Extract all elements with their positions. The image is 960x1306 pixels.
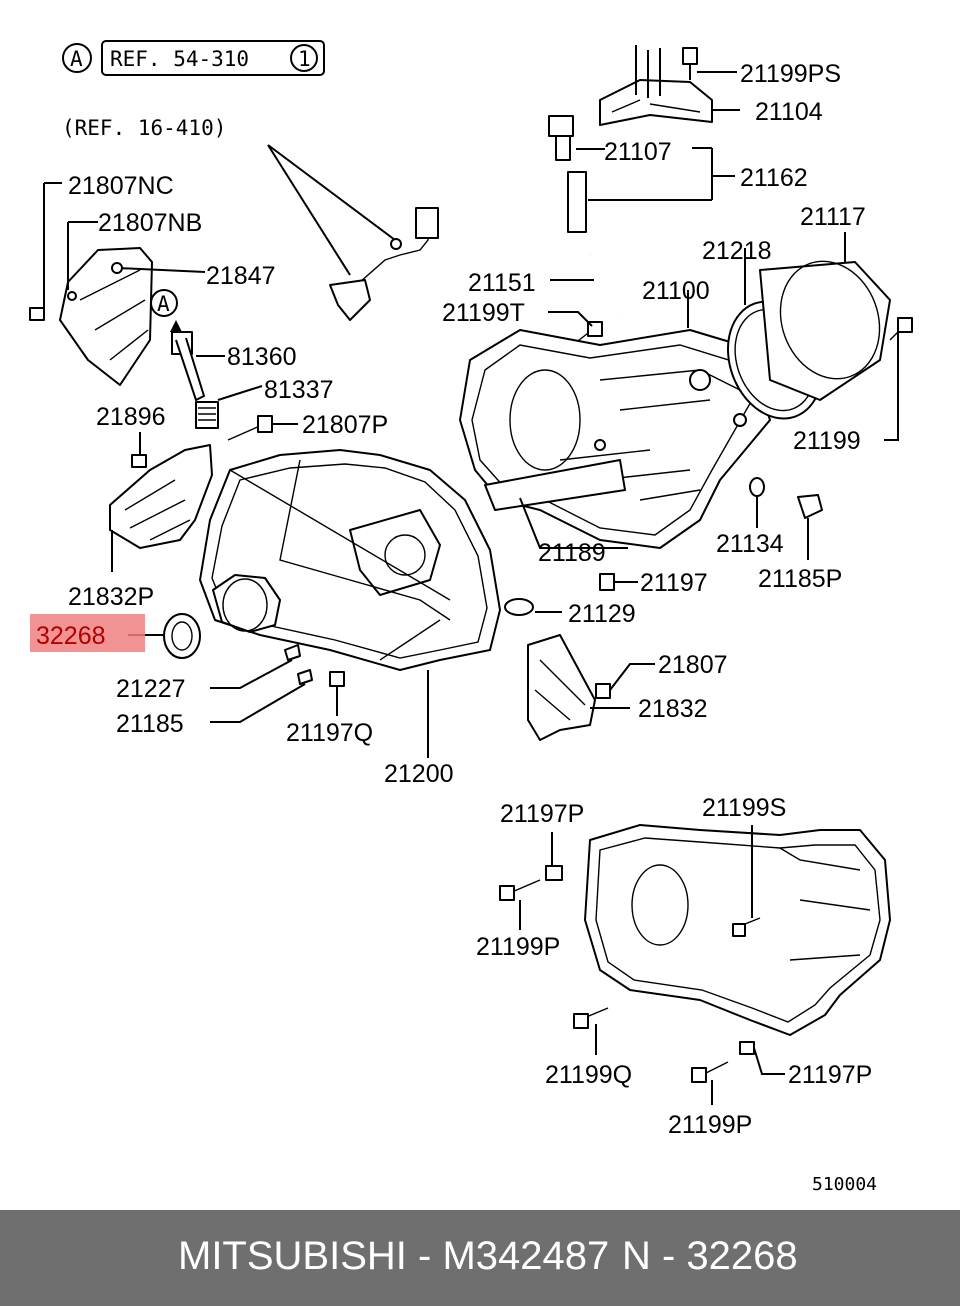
ref-circle-number: 1	[298, 47, 311, 71]
label-21185p: 21185P	[758, 565, 842, 593]
washer-21134	[749, 477, 765, 497]
ref-16-410: (REF. 16-410)	[62, 116, 226, 140]
bolt-21807nc	[29, 307, 45, 321]
circle-a-callout-letter: A	[157, 292, 170, 316]
bolt-21199p-lower	[691, 1067, 707, 1083]
driven-gear-81337	[195, 401, 219, 429]
label-21197p-lower: 21197P	[788, 1061, 872, 1089]
label-21227: 21227	[116, 675, 186, 703]
footer-position-number: N - 32268	[622, 1234, 798, 1278]
plug-21227	[284, 644, 301, 661]
label-81337: 81337	[264, 376, 334, 404]
parts-diagram: A REF. 54-310 1 (REF. 16-410) A	[29, 40, 913, 1195]
label-21199t: 21199T	[442, 299, 525, 327]
label-21199q: 21199Q	[545, 1061, 632, 1089]
label-21185: 21185	[116, 710, 184, 738]
bolt-21807p	[257, 415, 273, 433]
label-21200: 21200	[384, 760, 454, 788]
upper-center-parts	[548, 45, 740, 345]
pin-21197p-upper	[545, 865, 563, 881]
figure-number: 510004	[812, 1174, 877, 1195]
part-labels: 21199PS 21104 21107 21162 21117 21807NC …	[36, 60, 877, 1195]
label-21199p-lower: 21199P	[668, 1111, 752, 1139]
label-21847: 21847	[206, 262, 276, 290]
label-21151: 21151	[468, 269, 536, 297]
label-21199s: 21199S	[702, 794, 786, 822]
label-21197q: 21197Q	[286, 719, 373, 747]
rear-cover-parts	[504, 232, 913, 616]
label-21199ps: 21199PS	[740, 60, 841, 88]
speedometer-sensor-81360	[175, 337, 205, 401]
harness-clip	[329, 279, 371, 321]
nut-21896	[131, 454, 147, 468]
seal-and-small-parts	[128, 613, 655, 741]
switch-21107	[548, 115, 574, 137]
circle-a-symbol	[62, 43, 92, 73]
bracket-21832	[527, 634, 596, 741]
upper-left-parts: A	[29, 144, 439, 572]
label-21134: 21134	[716, 530, 784, 558]
label-21807p: 21807P	[302, 411, 388, 439]
label-21162: 21162	[740, 164, 808, 192]
label-21807nb: 21807NB	[98, 209, 202, 237]
plug-21185	[297, 669, 313, 685]
label-21189: 21189	[538, 539, 606, 567]
clutch-housing-21200	[199, 449, 501, 671]
cover-21847	[59, 247, 153, 386]
pipe-21162	[567, 171, 587, 233]
seal-21129	[504, 598, 534, 616]
label-21218: 21218	[702, 237, 772, 265]
case-21100	[459, 290, 771, 549]
ref-54-310: REF. 54-310	[110, 47, 249, 71]
label-21100: 21100	[642, 277, 710, 305]
plug-21185p	[797, 494, 823, 519]
lower-case-view	[499, 824, 891, 1105]
footer-brand-part-number: MITSUBISHI - M342487	[178, 1234, 610, 1278]
reference-header: A REF. 54-310 1 (REF. 16-410)	[62, 40, 325, 140]
label-21832p: 21832P	[68, 583, 154, 611]
footer-bar: MITSUBISHI - M342487 N - 32268	[0, 1210, 960, 1306]
bolt-21199p-upper	[499, 885, 515, 901]
pin-21197q	[329, 671, 345, 687]
label-21117: 21117	[800, 203, 866, 231]
label-21832: 21832	[638, 695, 708, 723]
label-21104: 21104	[755, 98, 823, 126]
label-21199p-upper: 21199P	[476, 933, 560, 961]
label-21199: 21199	[793, 427, 861, 455]
label-81360: 81360	[227, 343, 297, 371]
label-32268: 32268	[36, 622, 106, 650]
label-21129: 21129	[568, 600, 636, 628]
oil-seal-32268	[163, 613, 201, 659]
label-21197p-upper: 21197P	[500, 800, 584, 828]
label-21807: 21807	[658, 651, 728, 679]
bracket-21832p	[109, 444, 213, 549]
label-21107: 21107	[604, 138, 672, 166]
transmission-case-21100	[459, 329, 771, 549]
bolt-21199	[897, 317, 913, 333]
bolt-21807	[595, 683, 611, 699]
pin-21197	[599, 573, 615, 591]
bolt-21199q	[573, 1013, 589, 1029]
harness-connector	[415, 207, 439, 239]
ref-box	[101, 40, 325, 76]
label-21197: 21197	[640, 569, 708, 597]
cover-21117	[759, 261, 891, 401]
label-21896: 21896	[96, 403, 166, 431]
circle-a-letter: A	[70, 47, 83, 71]
bracket-21104	[599, 79, 713, 126]
circle-a-callout	[150, 289, 178, 317]
pin-21197p-lower	[739, 1041, 755, 1055]
label-21807nc: 21807NC	[68, 172, 174, 200]
housing-21200	[199, 449, 501, 758]
circle-1-symbol	[290, 44, 318, 72]
bolt-21199ps	[682, 47, 698, 65]
bolt-21199s	[732, 923, 746, 937]
highlight-box	[30, 614, 145, 652]
